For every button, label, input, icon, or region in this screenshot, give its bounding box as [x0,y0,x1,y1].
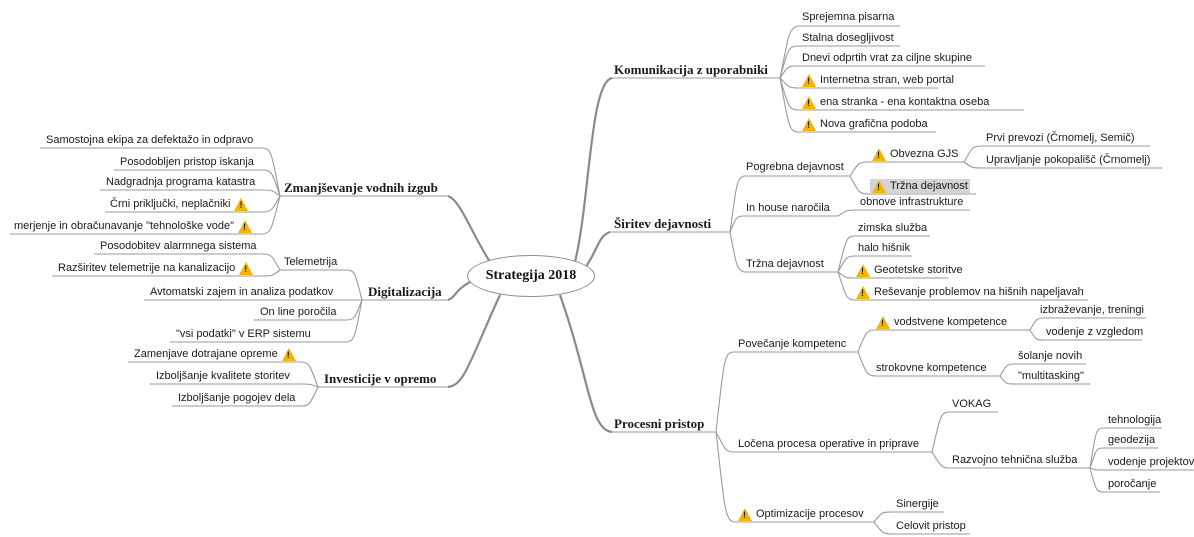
warning-icon [856,285,870,299]
warning-icon [239,261,254,275]
branch-digitalizacija[interactable]: Digitalizacija [368,284,442,299]
leaf-vsi-podatki-erp[interactable]: "vsi podatki" v ERP sistemu [176,328,311,340]
connector-lines [10,25,1194,535]
leaf-prvi-prevozi[interactable]: Prvi prevozi (Črnomelj, Semič) [986,132,1135,144]
leaf-sinergije[interactable]: Sinergije [896,498,939,510]
node-telemetrija[interactable]: Telemetrija [284,256,338,268]
warning-icon [802,95,816,109]
warning-icon [876,315,890,329]
leaf-razsiritev-telemetrije[interactable]: Razširitev telemetrije na kanalizacijo [58,261,254,275]
warning-icon [238,219,253,233]
node-trzna-dejavnost[interactable]: Tržna dejavnost [746,258,824,270]
leaf-merjenje-tehnoloske-vode[interactable]: merjenje in obračunavanje "tehnološke vo… [14,219,253,233]
leaf-vodenje-z-vzgledom[interactable]: vodenje z vzgledom [1046,326,1144,338]
leaf-stalna-dosegljivost[interactable]: Stalna dosegljivost [802,32,894,44]
node-optimizacije-procesov[interactable]: Optimizacije procesov [738,507,864,521]
warning-icon [802,73,816,87]
node-povecanje-kompetenc[interactable]: Povečanje kompetenc [738,338,847,350]
leaf-izboljsanje-pogojev[interactable]: Izboljšanje pogojev dela [178,392,296,404]
leaf-posodobljen-pristop[interactable]: Posodobljen pristop iskanja [120,156,254,168]
leaf-sprejemna-pisarna[interactable]: Sprejemna pisarna [802,11,895,23]
leaf-tehnologija[interactable]: tehnologija [1108,414,1162,426]
leaf-halo-hisnik[interactable]: halo hišnik [858,242,910,254]
leaf-nadgradnja-katastra[interactable]: Nadgradnja programa katastra [106,176,256,188]
leaf-internetna-stran[interactable]: Internetna stran, web portal [802,73,954,87]
leaf-solanje-novih[interactable]: šolanje novih [1018,350,1083,362]
leaf-dnevi-odprtih-vrat[interactable]: Dnevi odprtih vrat za ciljne skupine [802,52,972,64]
warning-icon [281,347,296,361]
branch-investicije-v-opremo[interactable]: Investicije v opremo [324,371,437,386]
leaf-vodenje-projektov[interactable]: vodenje projektov [1108,456,1194,468]
leaf-geotetske-storitve[interactable]: Geotetske storitve [856,263,963,277]
leaf-izbrazevanje[interactable]: izbraževanje, treningi [1040,304,1144,316]
node-locena-procesa[interactable]: Ločena procesa operative in priprave [738,438,920,450]
warning-icon [856,263,870,277]
leaf-zimska-sluzba[interactable]: zimska služba [858,222,928,234]
warning-icon [872,179,886,193]
root-node[interactable]: Strategija 2018 [467,255,595,297]
branch-siritev[interactable]: Širitev dejavnosti [614,216,712,231]
warning-icon [234,197,249,211]
leaf-multitasking[interactable]: "multitasking" [1018,370,1084,382]
node-razvojno-tehnicna-sluzba[interactable]: Razvojno tehnična služba [952,454,1078,466]
leaf-samostojna-ekipa[interactable]: Samostojna ekipa za defektažo in odpravo [46,134,254,146]
node-obvezna-gjs[interactable]: Obvezna GJS [872,147,958,161]
branch-komunikacija[interactable]: Komunikacija z uporabniki [614,62,768,77]
warning-icon [802,117,816,131]
node-strokovne-kompetence[interactable]: strokovne kompetence [876,362,987,374]
warning-icon [738,507,752,521]
warning-icon [872,147,886,161]
node-vodstvene-kompetence[interactable]: vodstvene kompetence [876,315,1007,329]
leaf-vokag[interactable]: VOKAG [952,398,992,410]
node-pogrebna-dejavnost[interactable]: Pogrebna dejavnost [746,161,844,173]
leaf-crni-prikljucki[interactable]: Črni priključki, neplačniki [110,197,249,211]
branch-procesni-pristop[interactable]: Procesni pristop [614,416,705,431]
leaf-ena-stranka[interactable]: ena stranka - ena kontaktna oseba [802,95,989,109]
leaf-izboljsanje-kvalitete[interactable]: Izboljšanje kvalitete storitev [156,370,290,382]
leaf-nova-graficna-podoba[interactable]: Nova grafična podoba [802,117,928,131]
leaf-avtomatski-zajem[interactable]: Avtomatski zajem in analiza podatkov [150,286,334,298]
leaf-porocanje[interactable]: poročanje [1108,478,1157,490]
leaf-resevanje-problemov[interactable]: Reševanje problemov na hišnih napeljavah [856,285,1084,299]
node-in-house-narocila[interactable]: In house naročila [746,202,830,214]
leaf-obnove-infrastrukture[interactable]: obnove infrastrukture [860,196,964,208]
branch-zmanjsevanje-vodnih-izgub[interactable]: Zmanjševanje vodnih izgub [284,180,438,195]
leaf-celovit-pristop[interactable]: Celovit pristop [896,520,966,532]
node-trzna-dejavnost-pogrebna[interactable]: Tržna dejavnost [870,179,970,193]
leaf-posodobitev-alarmnega-sistema[interactable]: Posodobitev alarmnega sistema [100,240,257,252]
leaf-on-line-porocila[interactable]: On line poročila [260,306,337,318]
leaf-geodezija[interactable]: geodezija [1108,434,1156,446]
leaf-upravljanje-pokopalisc[interactable]: Upravljanje pokopališč (Črnomelj) [986,154,1151,166]
leaf-zamenjave-opreme[interactable]: Zamenjave dotrajane opreme [134,347,296,361]
